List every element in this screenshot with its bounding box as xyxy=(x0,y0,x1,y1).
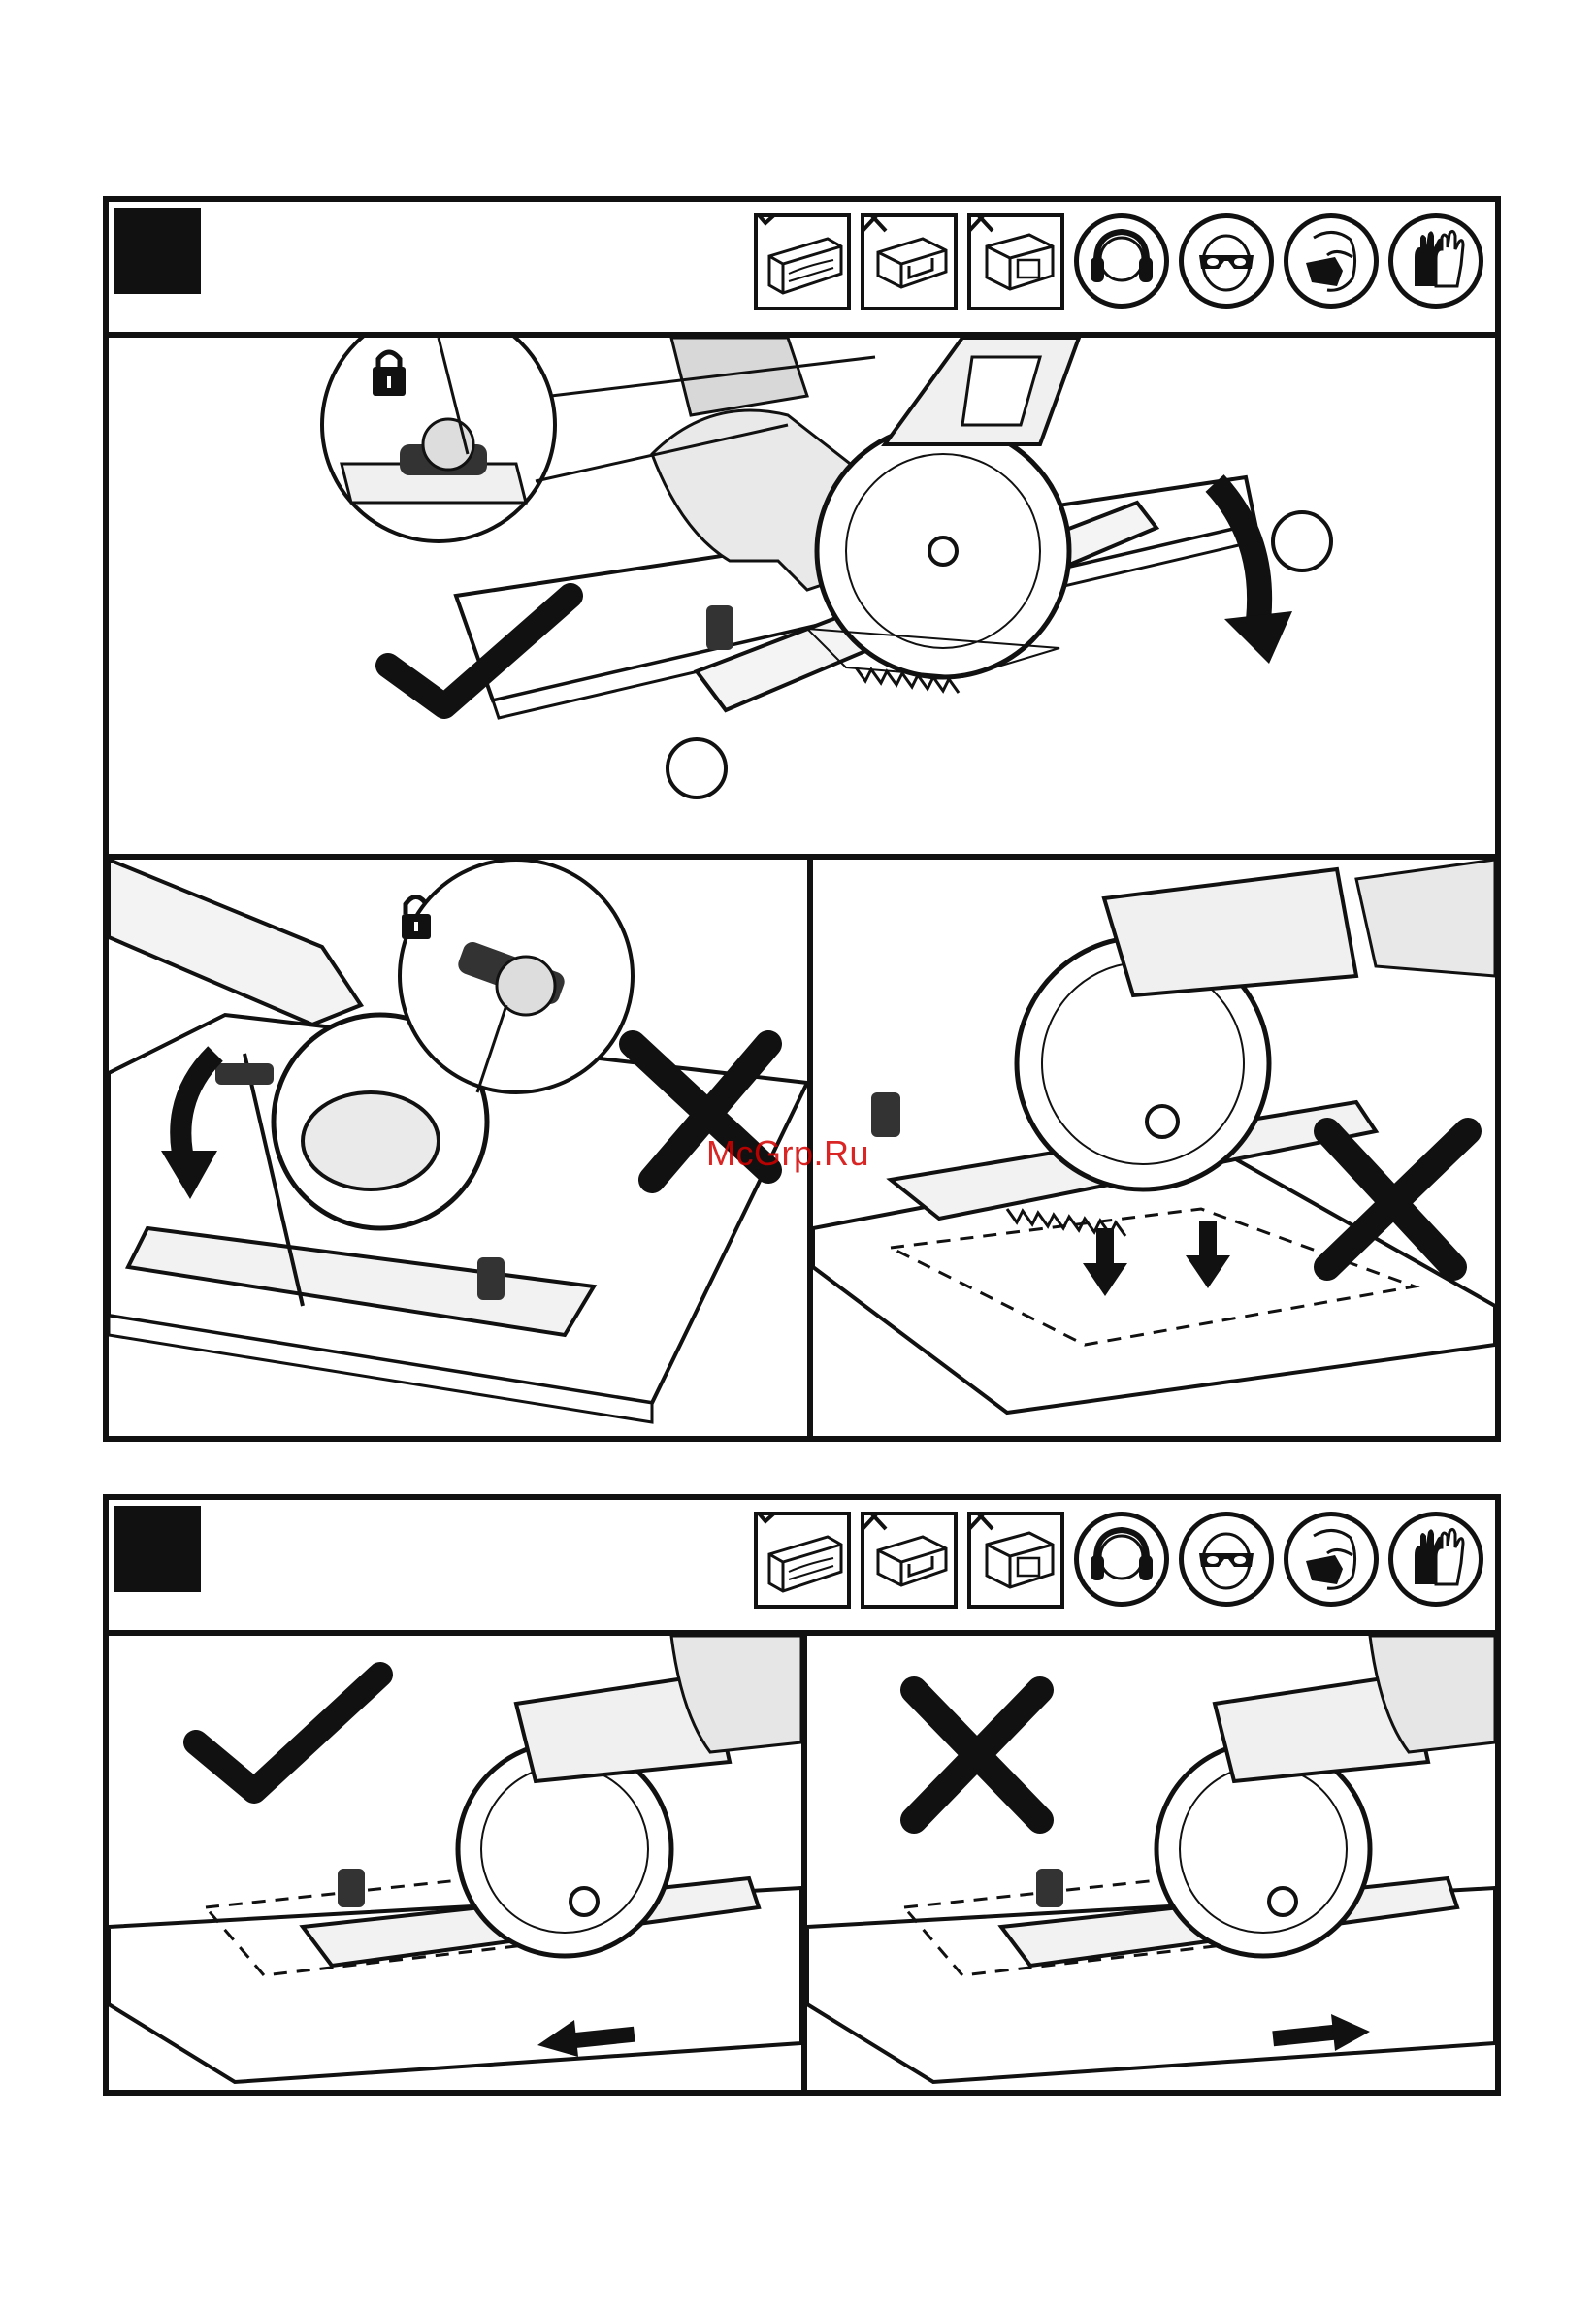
step-number-box xyxy=(114,1506,201,1592)
eye-protection-icon xyxy=(1179,1512,1274,1607)
callout-circle-a xyxy=(668,739,726,797)
instruction-section-2 xyxy=(103,1494,1501,2096)
wood-allowed-icon xyxy=(754,213,851,310)
ear-protection-icon xyxy=(1074,213,1169,309)
illustration-blade-locked xyxy=(109,338,1495,854)
illustration-cut-forward xyxy=(109,1636,801,2090)
dust-mask-icon xyxy=(1284,1512,1379,1607)
material-ppe-icons xyxy=(754,1512,1483,1609)
check-mark-icon xyxy=(196,1675,380,1791)
watermark: McGrp.Ru xyxy=(706,1133,869,1174)
eye-protection-icon xyxy=(1179,213,1274,309)
illustration-cut-backward xyxy=(807,1636,1495,2090)
plastic-not-allowed-icon xyxy=(861,213,958,310)
gloves-icon xyxy=(1388,1512,1483,1607)
section-header xyxy=(109,1500,1495,1636)
callout-circle-b xyxy=(1273,512,1331,570)
dust-mask-icon xyxy=(1284,213,1379,309)
step-number-box xyxy=(114,208,201,294)
illustration-plunge-cut xyxy=(813,860,1495,1436)
metal-not-allowed-icon xyxy=(967,213,1064,310)
wood-allowed-icon xyxy=(754,1512,851,1609)
section-header xyxy=(109,202,1495,338)
gloves-icon xyxy=(1388,213,1483,309)
metal-not-allowed-icon xyxy=(967,1512,1064,1609)
material-ppe-icons xyxy=(754,213,1483,310)
depth-lever xyxy=(706,605,733,650)
plastic-not-allowed-icon xyxy=(861,1512,958,1609)
cross-mark-icon xyxy=(1327,1131,1468,1267)
instruction-section-1 xyxy=(103,196,1501,1442)
cross-mark-icon xyxy=(914,1690,1040,1820)
ear-protection-icon xyxy=(1074,1512,1169,1607)
watermark-text: McGrp.Ru xyxy=(706,1133,869,1173)
illustration-lever-unlocked xyxy=(109,860,807,1436)
